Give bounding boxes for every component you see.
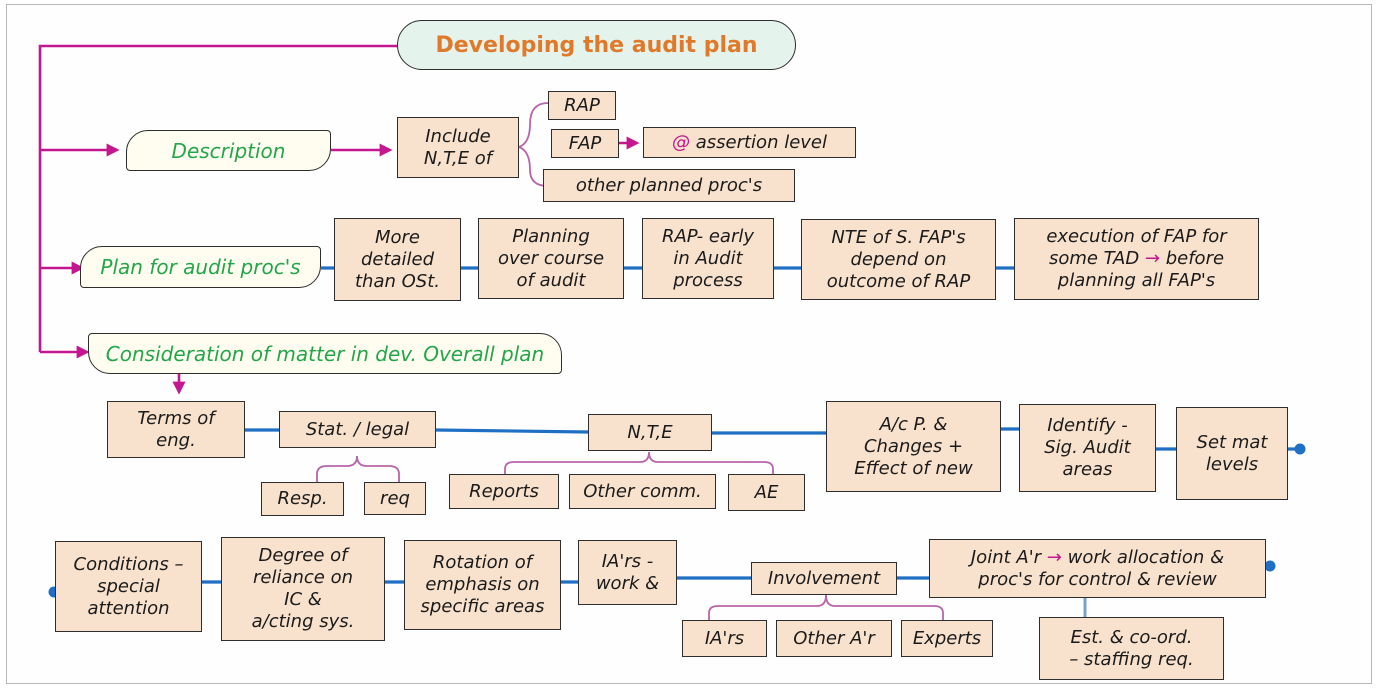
box-set-materiality: Set mat levels [1176, 407, 1288, 500]
plan-step-2: Planning over course of audit [478, 218, 624, 299]
plan-step-3: RAP- early in Audit process [642, 218, 774, 299]
endpoint-dot-row1 [1294, 443, 1306, 455]
plan-step-1: More detailed than OSt. [334, 218, 461, 301]
arrow-glyph: → [1144, 248, 1160, 269]
heading-plan-audit-procedures: Plan for audit proc's [80, 246, 321, 288]
at-symbol: @ [672, 131, 690, 153]
box-other-planned: other planned proc's [543, 169, 795, 202]
box-identify-audit-areas: Identify - Sig. Audit areas [1019, 404, 1156, 492]
box-terms-of-engagement: Terms of eng. [107, 401, 245, 458]
box-assertion-level: @ assertion level [643, 127, 856, 158]
box-rap: RAP [548, 91, 616, 120]
arrow-glyph: → [1046, 546, 1062, 568]
box-experts: Experts [901, 620, 993, 657]
box-iars-work: IA'rs - work & [578, 540, 677, 605]
box-involvement: Involvement [751, 562, 897, 595]
box-conditions: Conditions – special attention [55, 541, 202, 632]
branch-trunk [38, 44, 397, 352]
heading-description: Description [126, 130, 331, 171]
bracket-stat [316, 455, 400, 482]
box-establish-coordinate: Est. & co-ord. – staffing req. [1039, 617, 1224, 680]
box-fap: FAP [551, 129, 619, 158]
box-rotation-of-emphasis: Rotation of emphasis on specific areas [404, 540, 561, 630]
diagram-title: Developing the audit plan [397, 20, 796, 70]
assertion-text: assertion level [695, 131, 827, 153]
box-degree-of-reliance: Degree of reliance on IC & a/cting sys. [221, 537, 385, 641]
box-statutory-legal: Stat. / legal [279, 411, 436, 448]
bracket-nte [504, 451, 774, 474]
box-responsibilities: Resp. [261, 482, 344, 516]
box-requirements: req [364, 482, 426, 515]
plan-step-4: NTE of S. FAP's depend on outcome of RAP [801, 219, 996, 300]
box-ae: AE [728, 474, 805, 511]
endpoint-dot-row2-right [1264, 560, 1276, 572]
box-other-communication: Other comm. [569, 474, 716, 509]
link-stat-nte [435, 428, 589, 434]
heading-consideration: Consideration of matter in dev. Overall … [88, 333, 562, 374]
box-reports: Reports [449, 474, 559, 509]
box-iars: IA'rs [682, 620, 767, 657]
box-include-nte: Include N,T,E of [397, 117, 519, 178]
bracket-involvement [708, 594, 944, 620]
box-joint-auditor: Joint A'r → work allocation &proc's for … [929, 539, 1266, 598]
brace-include [516, 102, 549, 187]
box-other-auditor: Other A'r [776, 620, 892, 657]
box-accounting-policies: A/c P. & Changes + Effect of new [826, 401, 1001, 492]
box-nte: N,T,E [588, 414, 712, 451]
